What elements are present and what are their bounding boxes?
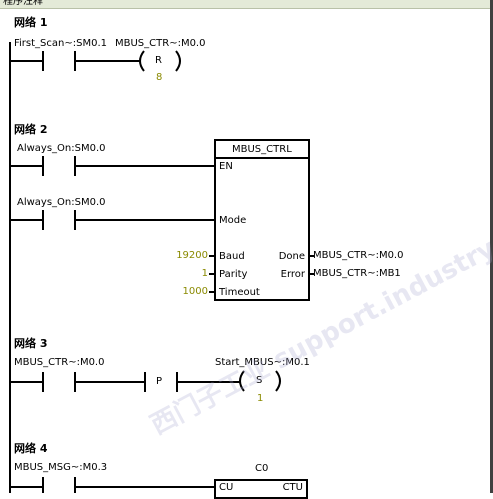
baud-stub	[209, 255, 215, 257]
n3-contact-operand: MBUS_CTR~:M0.0	[14, 357, 105, 368]
n1-coil-type: R	[155, 55, 162, 66]
n1-contact2-operand: MBUS_CTR~:M0.0	[115, 38, 206, 49]
n4-contact-operand: MBUS_MSG~:M0.3	[14, 462, 108, 473]
n1-contact1-operand: First_Scan~:SM0.1	[14, 38, 107, 49]
baud-value[interactable]: 19200	[176, 250, 208, 261]
n3-contact[interactable]	[42, 372, 78, 392]
network-2-title[interactable]: 网络 2	[14, 123, 48, 136]
edge-p-label: P	[156, 376, 163, 387]
power-rail	[9, 42, 11, 493]
mbus-ctrl-block-title: MBUS_CTRL	[232, 144, 292, 155]
n3-positive-edge[interactable]: P	[144, 372, 180, 392]
error-target[interactable]: MBUS_CTR~:MB1	[313, 268, 401, 279]
network-1-title[interactable]: 网络 1	[14, 16, 48, 29]
n1-rung-wire-2	[74, 60, 140, 62]
n2-en-contact-operand: Always_On:SM0.0	[17, 143, 106, 154]
n2-mode-contact[interactable]	[42, 210, 78, 230]
n2-mode-rung-wire	[10, 219, 44, 221]
n2-mode-wire	[74, 219, 216, 221]
n2-mode-contact-operand: Always_On:SM0.0	[17, 197, 106, 208]
n3-coil-type: S	[256, 375, 263, 386]
pin-en: EN	[219, 161, 233, 172]
pin-done: Done	[278, 251, 305, 262]
n4-wire-to-counter	[74, 486, 216, 488]
network-4-title[interactable]: 网络 4	[14, 442, 48, 455]
parity-value[interactable]: 1	[201, 268, 208, 279]
n3-set-coil[interactable]	[236, 370, 284, 392]
mbus-ctrl-block[interactable]: MBUS_CTRL EN Mode Baud Parity Timeout Do…	[214, 139, 310, 301]
pin-baud: Baud	[219, 251, 245, 262]
pin-error: Error	[280, 269, 305, 280]
n3-rung-wire	[10, 381, 44, 383]
program-comment-bar[interactable]: 程序注释	[0, 0, 493, 9]
editor-right-border	[490, 0, 493, 493]
n2-en-rung-wire	[10, 165, 44, 167]
n3-wire-to-p	[74, 381, 146, 383]
n3-coil-operand: Start_MBUS~:M0.1	[215, 357, 310, 368]
counter-title: C0	[255, 463, 269, 474]
n1-coil-count: 8	[156, 72, 163, 83]
n1-contact1[interactable]	[42, 51, 78, 71]
n3-wire-to-coil	[176, 381, 240, 383]
n1-reset-coil[interactable]	[136, 50, 184, 72]
pin-parity: Parity	[219, 269, 248, 280]
pin-cu: CU	[219, 482, 234, 493]
timeout-stub	[209, 291, 215, 293]
parity-stub	[209, 273, 215, 275]
done-stub	[309, 255, 314, 257]
ctu-counter-block[interactable]: CU CTU	[214, 479, 308, 499]
pin-timeout: Timeout	[219, 287, 260, 298]
n4-rung-wire	[10, 486, 44, 488]
error-stub	[309, 273, 314, 275]
n1-rung-wire	[10, 60, 44, 62]
n3-coil-count: 1	[257, 393, 264, 404]
n2-en-contact[interactable]	[42, 156, 78, 176]
n4-contact[interactable]	[42, 477, 78, 497]
pin-ctu: CTU	[282, 482, 303, 493]
n2-en-wire	[74, 165, 216, 167]
program-comment-label: 程序注释	[3, 0, 43, 7]
block-title-divider	[216, 157, 308, 159]
timeout-value[interactable]: 1000	[182, 286, 208, 297]
network-3-title[interactable]: 网络 3	[14, 337, 48, 350]
done-target[interactable]: MBUS_CTR~:M0.0	[313, 250, 404, 261]
pin-mode: Mode	[219, 215, 247, 226]
